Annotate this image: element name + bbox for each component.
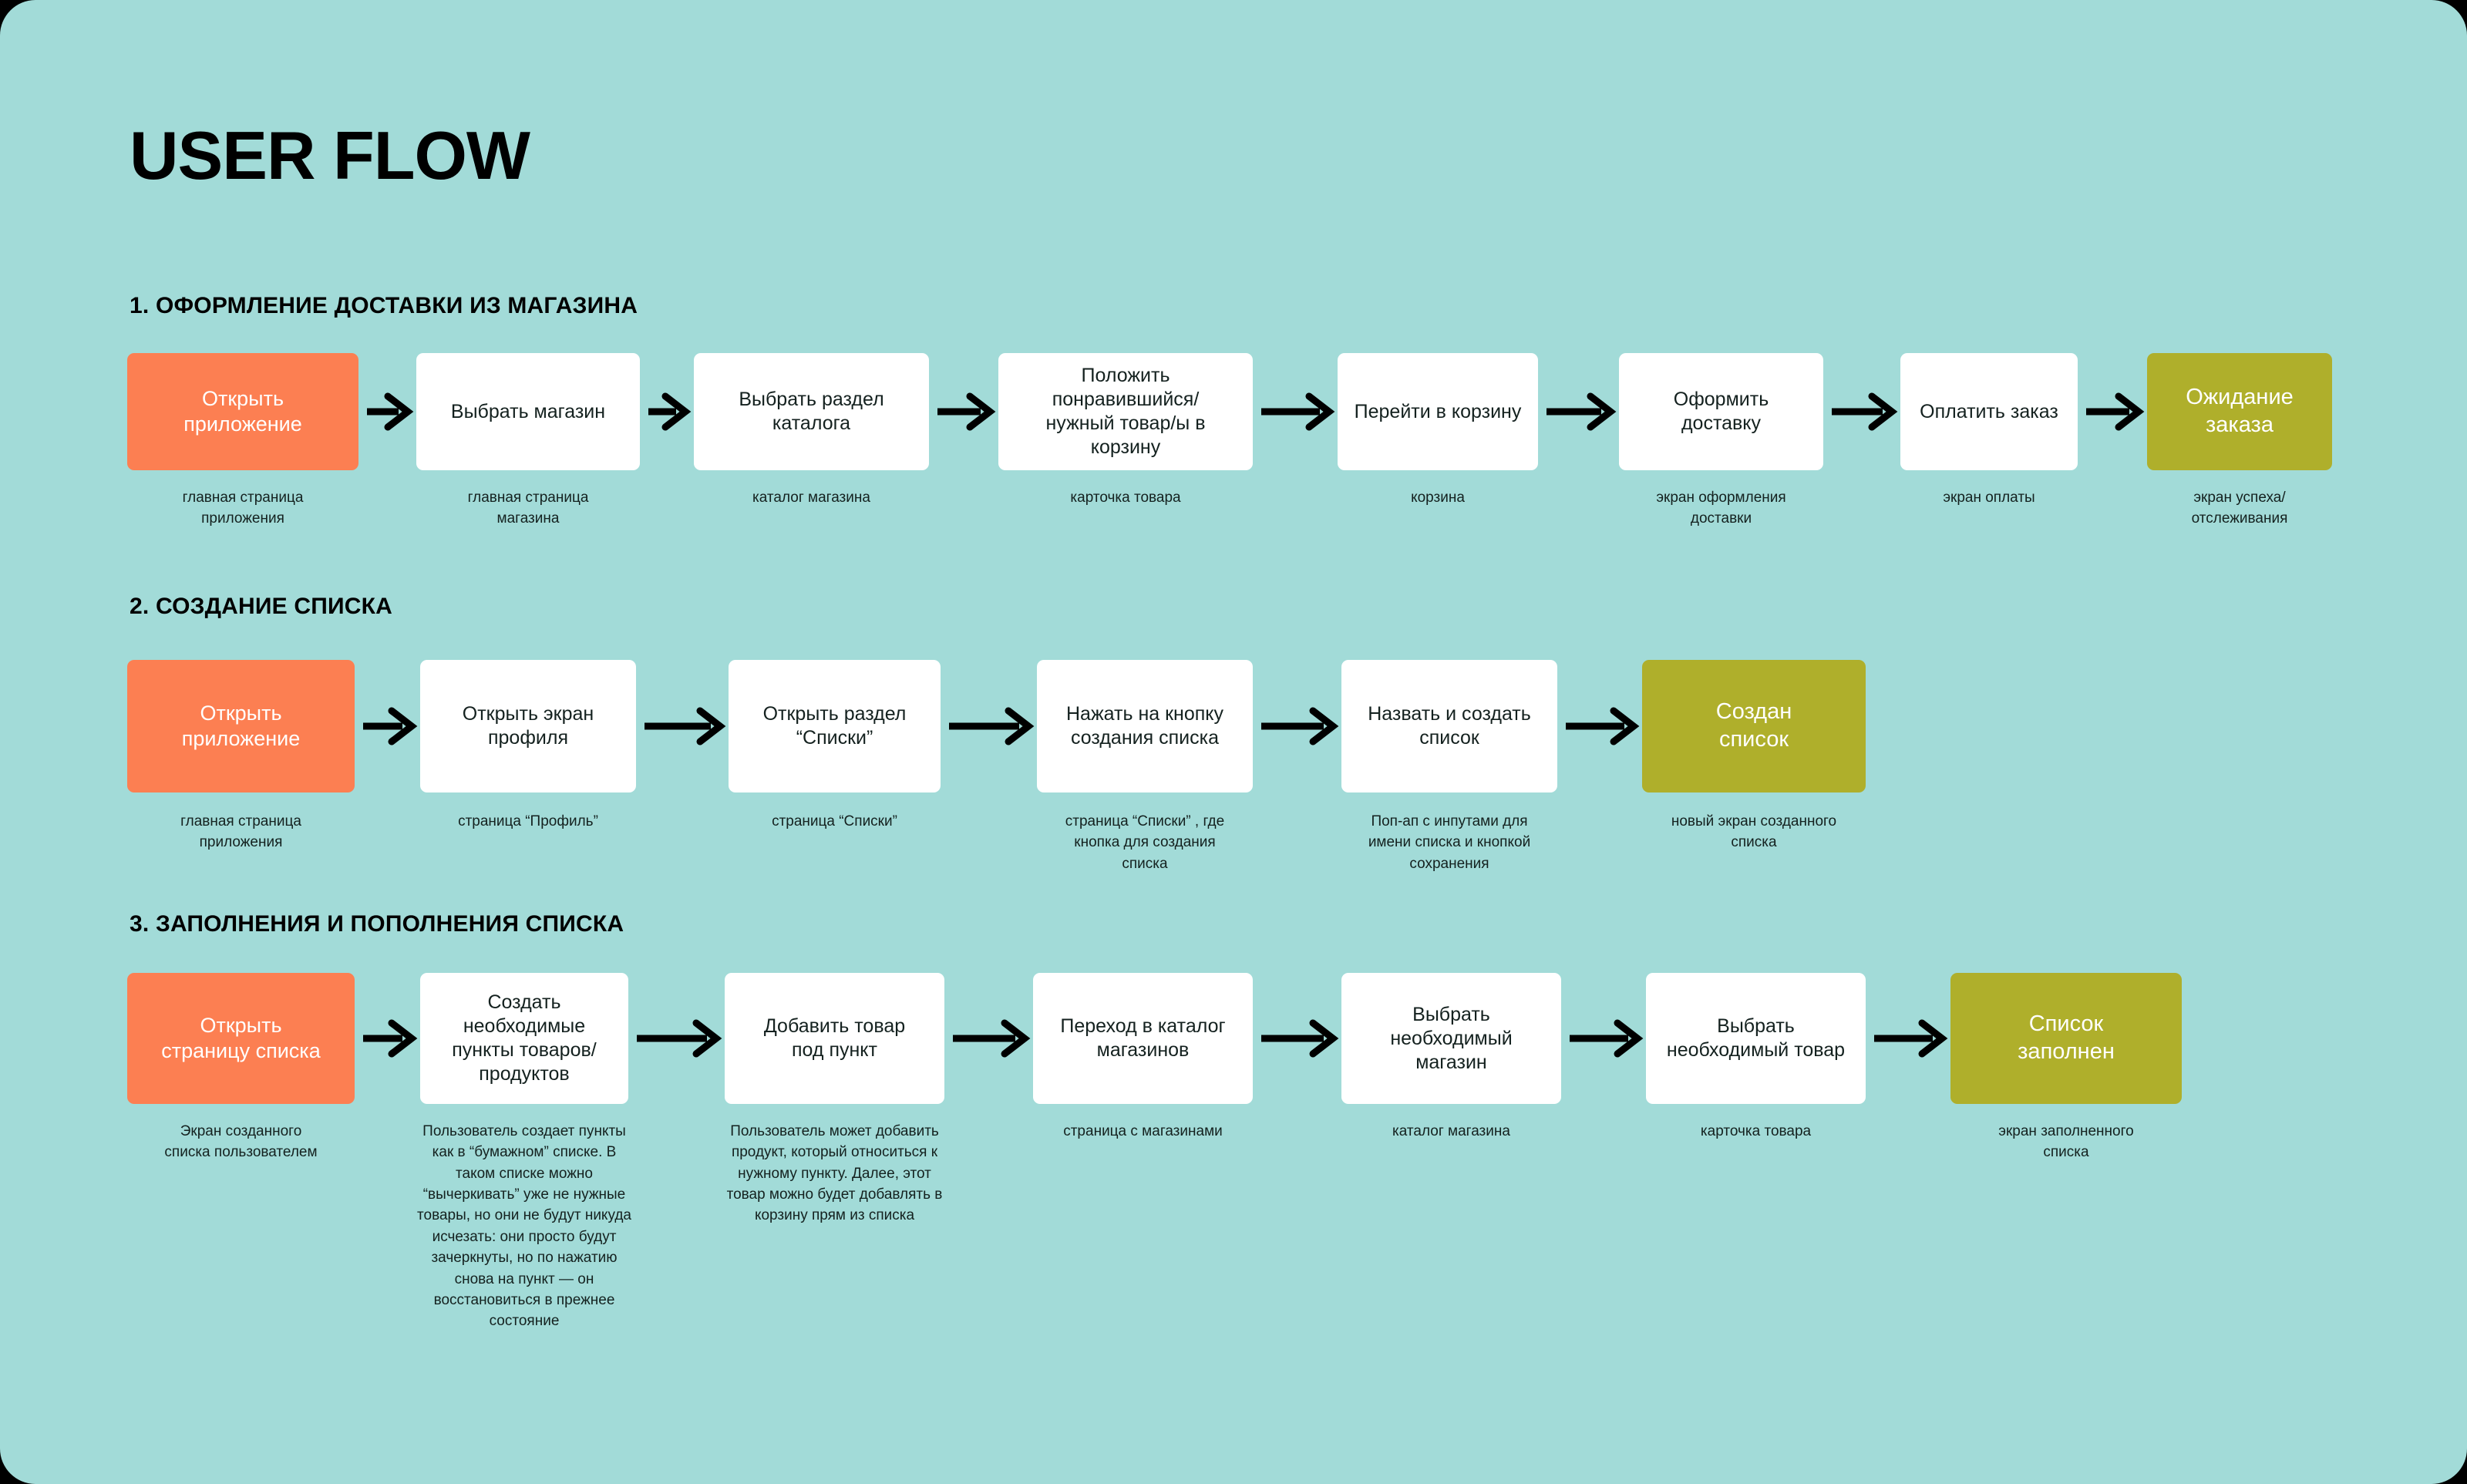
flow-step-box[interactable]: Открыть раздел “Списки” xyxy=(729,660,941,792)
flow-arrow-icon xyxy=(637,1019,722,1058)
section-1-flow: Открыть приложение главная страница прило… xyxy=(0,293,2467,547)
flow-arrow-icon xyxy=(937,392,996,431)
flow-step-caption: каталог магазина xyxy=(1392,1123,1510,1139)
flow-step-label: Выбрать магазин xyxy=(450,400,606,422)
flow-arrow-icon xyxy=(1570,1019,1644,1058)
flow-step-box[interactable]: Оформить доставку xyxy=(1619,353,1823,470)
flow-step-label: Список заполнен xyxy=(2018,1011,2115,1064)
flow-step-box[interactable]: Создать необходимые пункты товаров/ прод… xyxy=(420,973,628,1104)
flow-step-label: Назвать и создать список xyxy=(1368,703,1531,749)
flow-step-box[interactable]: Список заполнен xyxy=(1950,973,2182,1104)
flow-step-box[interactable]: Оплатить заказ xyxy=(1900,353,2078,470)
flow-arrow-icon xyxy=(1261,1019,1339,1058)
flow-step-caption: карточка товара xyxy=(1070,490,1181,506)
flow-step-box[interactable]: Переход в каталог магазинов xyxy=(1033,973,1253,1104)
flow-step-box[interactable]: Выбрать необходимый товар xyxy=(1646,973,1866,1104)
flow-step-caption: карточка товара xyxy=(1700,1123,1812,1139)
section-2-heading: 2. СОЗДАНИЕ СПИСКА xyxy=(130,594,393,619)
flow-step-caption: экран оплаты xyxy=(1943,490,2035,506)
flow-arrow-icon xyxy=(363,1019,418,1058)
flow-step-caption: страница “Списки” , где кнопка для созда… xyxy=(1065,813,1225,872)
flow-step-label: Выбрать раздел каталога xyxy=(739,389,884,434)
section-1-heading: 1. ОФОРМЛЕНИЕ ДОСТАВКИ ИЗ МАГАЗИНА xyxy=(130,293,638,318)
flow-step-box[interactable]: Положить понравившийся/ нужный товар/ы в… xyxy=(998,353,1253,470)
flow-step-caption: главная страница магазина xyxy=(467,490,589,527)
flow-step-box[interactable]: Добавить товар под пункт xyxy=(725,973,944,1104)
flow-step-label: Перейти в корзину xyxy=(1354,400,1522,422)
flow-arrow-icon xyxy=(367,392,414,431)
flow-step-caption: главная страница приложения xyxy=(180,813,301,851)
flow-step-label: Открыть приложение xyxy=(181,701,301,750)
section-2: 2. СОЗДАНИЕ СПИСКА Открыть приложение гла… xyxy=(0,594,2467,872)
flow-arrow-icon xyxy=(1547,392,1617,431)
flow-step-label: Ожидание заказа xyxy=(2186,385,2294,437)
flow-arrow-icon xyxy=(648,392,692,431)
flow-step-label: Открыть раздел “Списки” xyxy=(762,703,907,749)
flow-arrow-icon xyxy=(645,707,726,745)
flow-step-caption: Пользователь создает пункты как в “бумаж… xyxy=(417,1123,631,1330)
flow-step-caption: Пользователь может добавить продукт, кот… xyxy=(726,1123,943,1224)
flow-step-caption: новый экран созданного списка xyxy=(1671,813,1837,851)
flow-step-caption: экран успеха/ отслеживания xyxy=(2191,490,2288,527)
flow-step-box[interactable]: Перейти в корзину xyxy=(1338,353,1538,470)
flow-step-box[interactable]: Открыть приложение xyxy=(127,660,355,792)
flow-step-box[interactable]: Назвать и создать список xyxy=(1341,660,1557,792)
flow-step-caption: корзина xyxy=(1411,490,1465,506)
section-2-flow: Открыть приложение главная страница прило… xyxy=(0,594,2467,872)
flow-arrow-icon xyxy=(1832,392,1898,431)
flow-step-caption: Поп-ап с инпутами для имени списка и кно… xyxy=(1368,813,1531,872)
flow-arrow-icon xyxy=(2086,392,2145,431)
flow-arrow-icon xyxy=(1874,1019,1948,1058)
flow-step-label: Положить понравившийся/ нужный товар/ы в… xyxy=(1045,365,1206,458)
flow-step-box[interactable]: Выбрать необходимый магазин xyxy=(1341,973,1561,1104)
flow-step-label: Создать необходимые пункты товаров/ прод… xyxy=(452,991,597,1085)
flow-step-label: Выбрать необходимый магазин xyxy=(1390,1003,1513,1073)
flow-step-caption: экран заполненного списка xyxy=(1998,1123,2134,1161)
flow-arrow-icon xyxy=(1566,707,1640,745)
flow-step-box[interactable]: Нажать на кнопку создания списка xyxy=(1037,660,1253,792)
flow-arrow-icon xyxy=(1261,707,1339,745)
flow-step-box[interactable]: Открыть экран профиля xyxy=(420,660,636,792)
flow-step-box[interactable]: Открыть приложение xyxy=(127,353,358,470)
flow-step-caption: каталог магазина xyxy=(752,490,870,506)
flow-step-box[interactable]: Создан список xyxy=(1642,660,1866,792)
section-3: 3. ЗАПОЛНЕНИЯ И ПОПОЛНЕНИЯ СПИСКА Открыт… xyxy=(0,911,2467,1389)
flow-arrow-icon xyxy=(949,707,1035,745)
flow-step-label: Оформить доставку xyxy=(1673,389,1769,434)
flow-arrow-icon xyxy=(363,707,418,745)
flow-step-box[interactable]: Открыть страницу списка xyxy=(127,973,355,1104)
flow-step-caption: страница с магазинами xyxy=(1063,1123,1223,1139)
flow-step-label: Открыть экран профиля xyxy=(462,703,594,749)
flow-arrow-icon xyxy=(1261,392,1335,431)
flow-step-caption: страница “Профиль” xyxy=(458,813,598,829)
flow-step-label: Открыть страницу списка xyxy=(161,1013,321,1062)
flow-step-box[interactable]: Выбрать магазин xyxy=(416,353,640,470)
flow-step-label: Выбрать необходимый товар xyxy=(1666,1015,1846,1061)
flow-step-label: Переход в каталог магазинов xyxy=(1060,1015,1226,1061)
page-title: USER FLOW xyxy=(130,117,530,193)
flow-step-box[interactable]: Ожидание заказа xyxy=(2147,353,2332,470)
flow-step-label: Открыть приложение xyxy=(183,386,302,436)
flow-arrow-icon xyxy=(953,1019,1031,1058)
flow-step-label: Нажать на кнопку создания списка xyxy=(1065,703,1224,749)
flow-step-label: Создан список xyxy=(1715,699,1792,752)
flow-step-caption: страница “Списки” xyxy=(772,813,897,829)
flow-step-caption: главная страница приложения xyxy=(182,490,304,527)
flow-step-caption: Экран созданного списка пользователем xyxy=(164,1123,318,1161)
flow-step-caption: экран оформления доставки xyxy=(1656,490,1786,527)
flow-step-label: Добавить товар под пункт xyxy=(763,1015,906,1061)
section-3-heading: 3. ЗАПОЛНЕНИЯ И ПОПОЛНЕНИЯ СПИСКА xyxy=(130,911,624,937)
flow-step-label: Оплатить заказ xyxy=(1920,400,2058,422)
section-1: 1. ОФОРМЛЕНИЕ ДОСТАВКИ ИЗ МАГАЗИНА Откры… xyxy=(0,293,2467,547)
flow-step-box[interactable]: Выбрать раздел каталога xyxy=(694,353,929,470)
